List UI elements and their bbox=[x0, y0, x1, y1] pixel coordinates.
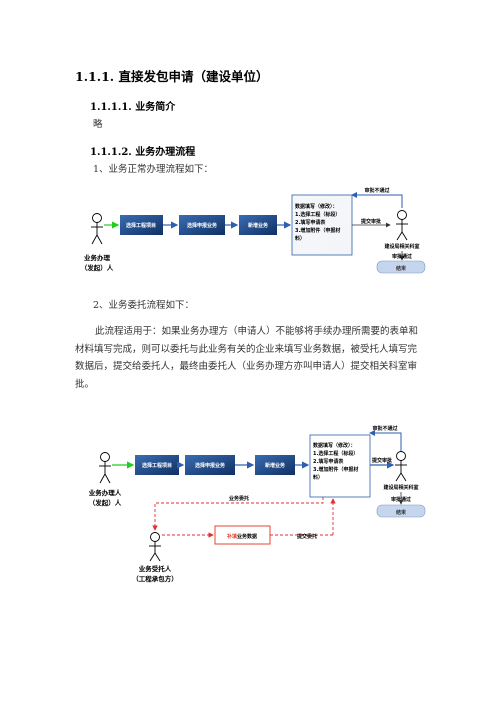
box-select-business bbox=[185, 455, 235, 475]
svg-text:选择工程项目: 选择工程项目 bbox=[142, 462, 172, 469]
svg-text:建设局相关科室: 建设局相关科室 bbox=[382, 484, 418, 491]
svg-text:数据填写（修改）：: 数据填写（修改）： bbox=[313, 442, 356, 449]
delegate-paragraph: 此流程适用于：如果业务办理方（申请人）不能够将手续办理所需要的表单和材料填写完成… bbox=[75, 326, 419, 390]
svg-text:审批不通过: 审批不通过 bbox=[364, 187, 389, 194]
box-select-project bbox=[120, 215, 163, 235]
normal-flow-diagram: 业务办理 （发起）人 选择工程项目 选择申报业务 新增业务 数据填写（修改）： … bbox=[81, 187, 426, 274]
delegate-flow-diagram: 业务办理人 （发起）人 选择工程项目 选择申报业务 新增业务 数据填写（修改）：… bbox=[89, 425, 426, 583]
delegate-flow-caption: 2、业务委托流程如下： bbox=[93, 300, 195, 311]
svg-text:结束: 结束 bbox=[396, 509, 407, 516]
svg-text:（发起）人: （发起）人 bbox=[89, 498, 122, 507]
svg-text:提交审批: 提交审批 bbox=[372, 457, 392, 464]
flow-heading: 1.1.1.2. 业务办理流程 bbox=[90, 147, 196, 158]
actor-label-2: （发起）人 bbox=[81, 263, 114, 272]
svg-text:审批通过: 审批通过 bbox=[392, 253, 412, 260]
normal-flow-caption: 1、业务正常办理流程如下： bbox=[93, 164, 214, 175]
svg-text:业务受托人: 业务受托人 bbox=[139, 564, 172, 573]
svg-text:提交委托: 提交委托 bbox=[297, 533, 317, 540]
svg-text:选择申报业务: 选择申报业务 bbox=[195, 462, 226, 469]
svg-text:2.填写申请表: 2.填写申请表 bbox=[295, 219, 326, 226]
svg-text:1.选择工程（标段）: 1.选择工程（标段） bbox=[295, 211, 340, 218]
svg-text:1.选择工程（标段）: 1.选择工程（标段） bbox=[313, 450, 358, 457]
reviewer-figure bbox=[396, 210, 408, 241]
svg-text:补填业务数据: 补填业务数据 bbox=[226, 533, 257, 540]
svg-text:业务委托: 业务委托 bbox=[229, 495, 249, 502]
svg-text:新增业务: 新增业务 bbox=[265, 462, 286, 469]
svg-text:数据填写（修改）：: 数据填写（修改）： bbox=[295, 203, 338, 210]
svg-text:结束: 结束 bbox=[396, 265, 407, 272]
svg-text:3.增加附件（申报材: 3.增加附件（申报材 bbox=[295, 227, 340, 234]
reviewer-figure bbox=[395, 451, 407, 482]
actor-figure bbox=[91, 213, 103, 245]
svg-text:料）: 料） bbox=[313, 474, 323, 481]
intro-heading: 1.1.1.1. 业务简介 bbox=[90, 102, 176, 113]
intro-text: 略 bbox=[93, 119, 103, 130]
svg-text:（工程承包方）: （工程承包方） bbox=[132, 574, 178, 583]
svg-text:业务办理人: 业务办理人 bbox=[89, 488, 122, 497]
svg-text:2.填写申请表: 2.填写申请表 bbox=[313, 458, 344, 465]
box-new-business bbox=[255, 455, 295, 475]
svg-text:新增业务: 新增业务 bbox=[248, 222, 269, 229]
end-node bbox=[376, 260, 426, 274]
svg-text:料）: 料） bbox=[295, 235, 305, 242]
svg-text:提交审批: 提交审批 bbox=[361, 218, 381, 225]
section-title: 1.1.1. 直接发包申请（建设单位） bbox=[75, 69, 269, 84]
svg-text:建设局相关科室: 建设局相关科室 bbox=[383, 243, 419, 250]
actor-figure bbox=[99, 452, 111, 484]
end-node bbox=[376, 504, 426, 518]
svg-text:3.增加附件（申报材: 3.增加附件（申报材 bbox=[313, 466, 358, 473]
box-select-project bbox=[135, 455, 179, 475]
svg-text:选择申报业务: 选择申报业务 bbox=[187, 222, 218, 229]
svg-text:审批不通过: 审批不通过 bbox=[372, 425, 397, 432]
box-select-business bbox=[179, 215, 225, 235]
svg-text:选择工程项目: 选择工程项目 bbox=[126, 222, 156, 229]
box-new-business bbox=[239, 215, 277, 235]
actor-label-1: 业务办理 bbox=[84, 253, 111, 262]
delegate-actor-figure bbox=[149, 532, 161, 562]
data-entry-box bbox=[309, 434, 371, 498]
